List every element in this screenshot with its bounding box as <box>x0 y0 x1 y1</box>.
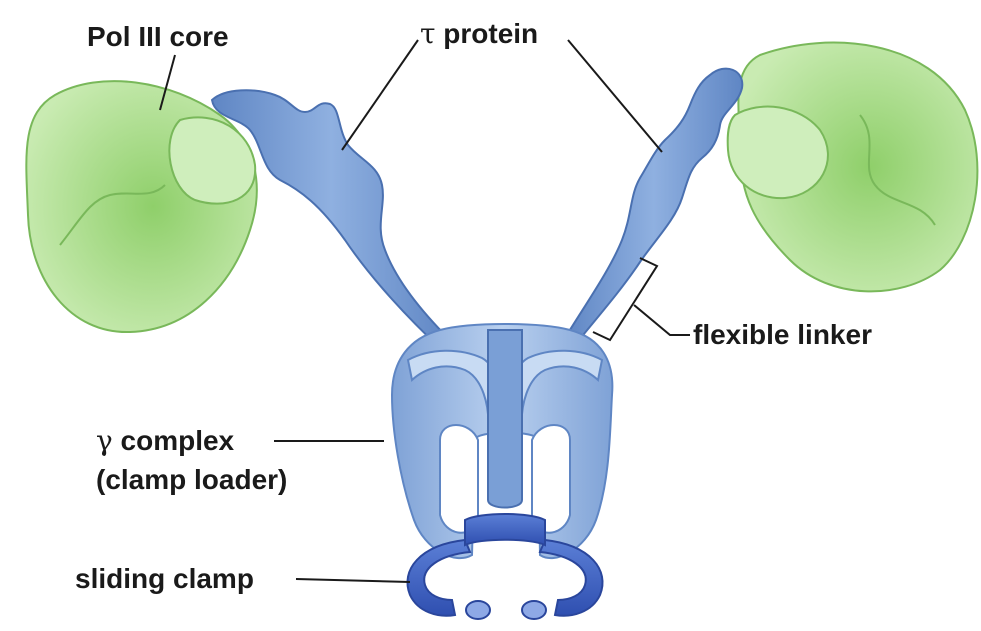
label-gamma-complex: γ complex <box>96 424 234 458</box>
label-sliding-clamp: sliding clamp <box>75 562 254 596</box>
label-flexible-linker: flexible linker <box>693 318 872 352</box>
label-pol-core: Pol III core <box>87 20 229 54</box>
tau-label-text: protein <box>443 18 538 49</box>
leader-flexible-linker <box>634 305 690 335</box>
pol-core-right <box>728 43 978 292</box>
tau-arm-right <box>565 69 742 345</box>
label-clamp-loader: (clamp loader) <box>96 463 287 497</box>
label-tau-protein: τ protein <box>420 17 538 51</box>
gamma-symbol: γ <box>96 424 113 457</box>
gamma-label-text: complex <box>121 425 235 456</box>
leader-sliding-clamp <box>296 579 410 582</box>
leader-tau-left <box>342 40 418 150</box>
pol-core-left <box>26 81 256 332</box>
leader-tau-right <box>568 40 662 152</box>
tau-symbol: τ <box>420 17 436 50</box>
